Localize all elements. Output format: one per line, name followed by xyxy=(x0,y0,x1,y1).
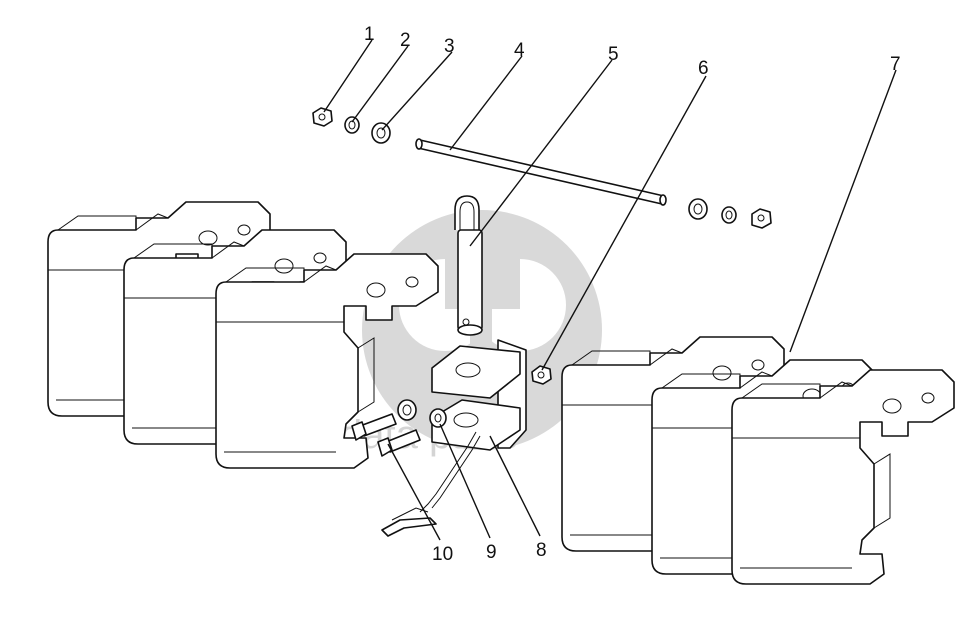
callout-numbers: 1 2 3 4 5 6 7 8 9 10 xyxy=(364,24,901,565)
callout-8: 8 xyxy=(536,540,547,561)
callout-1: 1 xyxy=(364,24,375,45)
callout-4: 4 xyxy=(514,40,525,61)
callout-6: 6 xyxy=(698,58,709,79)
linch-pin xyxy=(381,507,437,537)
lock-washer-2 xyxy=(344,116,360,134)
weight-bracket xyxy=(431,339,527,451)
callout-5: 5 xyxy=(608,44,619,65)
callout-3: 3 xyxy=(444,36,455,57)
flat-washer-right xyxy=(688,198,708,220)
tie-rod xyxy=(415,138,667,206)
washer-lower xyxy=(429,408,447,428)
nut-6 xyxy=(531,365,552,385)
callout-10: 10 xyxy=(432,544,453,565)
nut-1 xyxy=(312,107,333,127)
flat-washer-3 xyxy=(371,122,391,144)
callout-2: 2 xyxy=(400,30,411,51)
washer-upper xyxy=(397,399,417,421)
lock-washer-right xyxy=(721,206,737,224)
hitch-pin xyxy=(454,195,483,336)
callout-9: 9 xyxy=(486,542,497,563)
bolt-upper xyxy=(351,413,397,441)
weight-right-3 xyxy=(731,369,955,585)
bolt-lower xyxy=(377,429,421,457)
callout-7: 7 xyxy=(890,54,901,75)
leader-lines xyxy=(323,39,897,541)
nut-right xyxy=(751,208,772,229)
chain xyxy=(419,431,481,513)
